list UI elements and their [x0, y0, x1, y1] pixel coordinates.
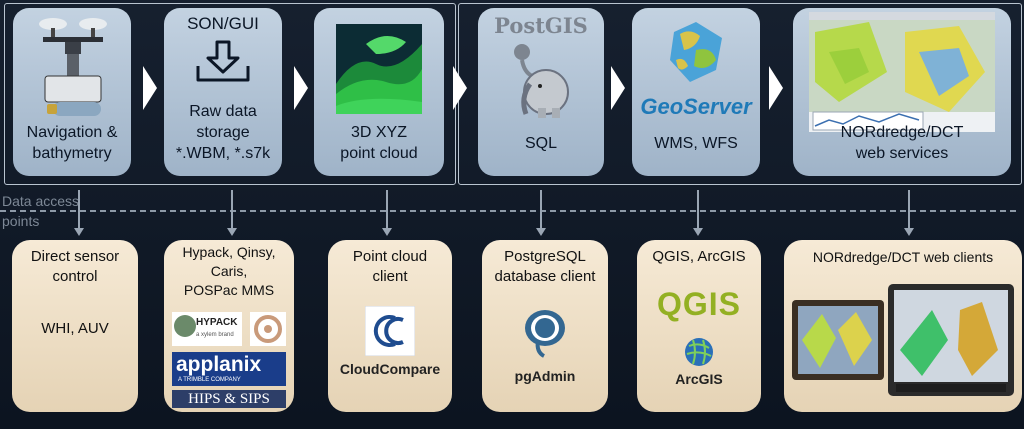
navigation-bathymetry-label: Navigation & bathymetry: [26, 124, 118, 162]
postgresql-client-title: PostgreSQL database client: [494, 248, 596, 285]
gis-client-box: QGIS, ArcGIS QGIS ArcGIS: [637, 240, 761, 412]
applanix-logo: applanix A TRIMBLE COMPANY: [172, 352, 286, 386]
hips-sips-logo: HIPS & SIPS: [172, 390, 286, 408]
access-line-4: [540, 190, 542, 228]
data-access-points-label: Data access points: [2, 193, 80, 229]
access-line-1: [78, 190, 80, 228]
caris-spiral-logo: [250, 312, 286, 346]
processing-software-title: Hypack, Qinsy, Caris, POSPac MMS: [182, 244, 276, 298]
hypack-globe-icon: [174, 315, 196, 337]
arcgis-globe-icon: [685, 338, 713, 366]
cloudcompare-logo-icon: [365, 306, 415, 356]
flow-arrow-1: [143, 66, 157, 110]
flow-arrow-2: [294, 66, 308, 110]
web-services-label: NORdredge/DCT web services: [840, 124, 964, 162]
point-cloud-label: 3D XYZ point cloud: [340, 124, 418, 162]
point-cloud-client-box: Point cloud client CloudCompare: [328, 240, 452, 412]
access-line-3: [386, 190, 388, 228]
postgis-sql-label: SQL: [524, 135, 557, 152]
hypack-sub-text: a xylem brand: [196, 332, 234, 338]
son-gui-header: SON/GUI: [187, 14, 259, 33]
gis-client-title: QGIS, ArcGIS: [652, 248, 746, 265]
direct-sensor-control-title: Direct sensor control: [30, 248, 120, 285]
access-arrowhead-6: [904, 228, 914, 236]
access-arrowhead-3: [382, 228, 392, 236]
applanix-logo-text: applanix: [176, 353, 262, 376]
flow-arrow-5: [769, 66, 783, 110]
postgis-box: PostGIS SQL: [478, 8, 604, 176]
web-clients-box: NORdredge/DCT web clients: [784, 240, 1022, 412]
flow-arrow-3: [453, 66, 467, 110]
cloudcompare-logo-text: CloudCompare: [339, 361, 441, 377]
whi-auv-label: WHI, AUV: [41, 320, 109, 337]
hypack-logo: HYPACK a xylem brand: [172, 312, 242, 346]
navigation-bathymetry-box: Navigation & bathymetry: [13, 8, 131, 176]
pgadmin-logo-text: pgAdmin: [514, 368, 576, 384]
geoserver-box: GeoServer WMS, WFS: [632, 8, 760, 176]
wms-wfs-label: WMS, WFS: [654, 135, 738, 152]
point-cloud-box: 3D XYZ point cloud: [314, 8, 444, 176]
geoserver-logo-text: GeoServer: [640, 94, 752, 119]
caris-spiral-icon: [254, 315, 282, 343]
tablet-devices-image: [792, 284, 1014, 396]
raw-data-storage-box: SON/GUI Raw data storage *.WBM, *.s7k: [164, 8, 282, 176]
access-arrowhead-2: [227, 228, 237, 236]
sensor-equipment-image: [39, 18, 107, 116]
direct-sensor-control-box: Direct sensor control WHI, AUV: [12, 240, 138, 412]
postgresql-client-box: PostgreSQL database client pgAdmin: [482, 240, 608, 412]
flow-arrow-4: [611, 66, 625, 110]
access-line-5: [697, 190, 699, 228]
applanix-sub-text: A TRIMBLE COMPANY: [178, 377, 241, 383]
access-line-6: [908, 190, 910, 228]
web-services-box: NORdredge/DCT web services: [793, 8, 1011, 176]
geoserver-globe-logo: [670, 22, 722, 82]
processing-software-box: Hypack, Qinsy, Caris, POSPac MMS HYPACK …: [164, 240, 294, 412]
access-line-2: [231, 190, 233, 228]
raw-data-storage-label: Raw data storage *.WBM, *.s7k: [175, 103, 271, 162]
point-cloud-render-image: [336, 24, 422, 114]
qgis-logo: QGIS: [656, 286, 741, 322]
postgis-logo-text: PostGIS: [494, 13, 588, 38]
web-clients-title: NORdredge/DCT web clients: [812, 249, 994, 265]
arcgis-logo-text: ArcGIS: [675, 371, 723, 387]
point-cloud-client-title: Point cloud client: [352, 248, 428, 285]
download-tray-icon: [196, 40, 250, 82]
access-arrowhead-4: [536, 228, 546, 236]
access-arrowhead-1: [74, 228, 84, 236]
pgadmin-elephant-icon: [525, 310, 565, 358]
postgis-elephant-logo: [514, 44, 569, 118]
web-map-screenshot: [809, 12, 995, 132]
data-access-dashed-line: [0, 210, 1016, 212]
access-arrowhead-5: [693, 228, 703, 236]
hypack-logo-text: HYPACK: [196, 317, 238, 328]
